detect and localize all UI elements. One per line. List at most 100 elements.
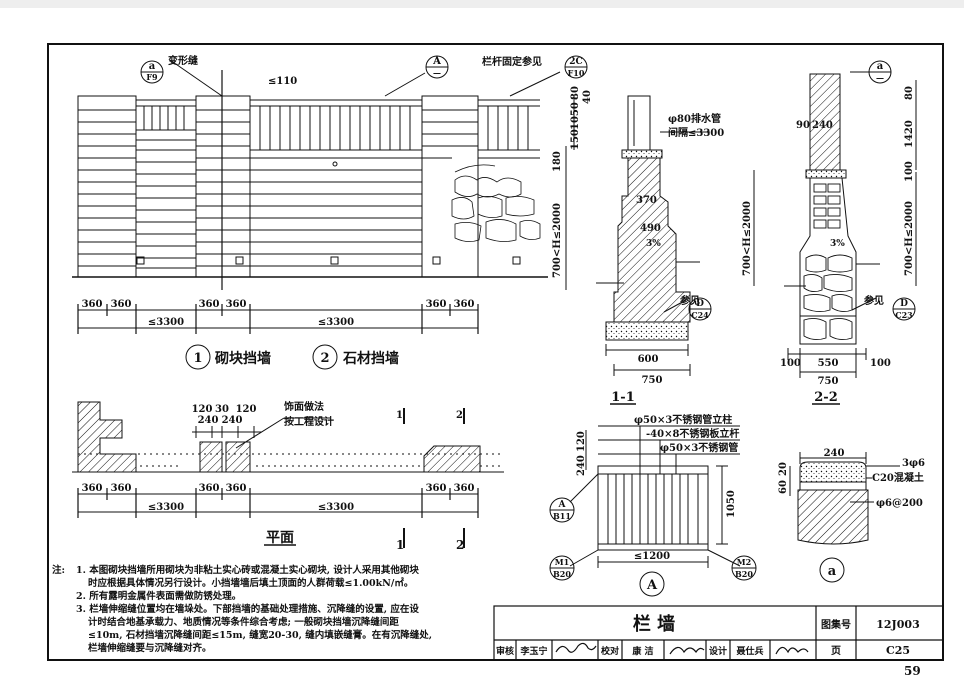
s11-dim-1050: 1050 — [570, 102, 581, 130]
rail-callout-M1: M1 — [555, 557, 569, 567]
plan-dim-120a: 120 — [192, 404, 213, 415]
plan-dim-b4: 360 — [226, 483, 247, 494]
plan-dim-b1: 360 — [82, 483, 103, 494]
note-line-1: 1. 本图砌块挡墙所用砌块为非粘土实心砖或混凝土实心砌块, 设计人采用其他砌块 — [76, 564, 419, 576]
plan-texts: 120 30 120 240 240 饰面做法 按工程设计 1 2 1 2 36… — [82, 400, 475, 552]
detail-a-dim-240: 240 — [824, 448, 845, 459]
s22-dim-100-right: 100 — [870, 358, 891, 369]
s22-dim-100: 100 — [904, 161, 915, 182]
rail-callout-A: A — [558, 500, 567, 510]
notes-block: 注: 1. 本图砌块挡墙所用砌块为非粘土实心砖或混凝土实心砌块, 设计人采用其他… — [52, 564, 432, 654]
detail-a-rebar: 3φ6 — [902, 458, 925, 469]
s22-callout-D: D — [900, 299, 908, 309]
caption-1-number: 1 — [193, 351, 202, 366]
atlas-number: 12J003 — [876, 618, 919, 631]
plan-cut-2-bottom: 2 — [456, 538, 464, 552]
signatures — [555, 642, 809, 655]
detail-a-stirrup: φ6@200 — [876, 498, 923, 509]
review-name: 李玉宁 — [519, 645, 547, 657]
plan-dim-240b: 240 — [222, 415, 243, 426]
title-block — [493, 605, 944, 661]
s22-ref-label: 参见 — [864, 294, 884, 307]
rail-detail-label: A — [646, 578, 658, 593]
pipe-note-2: 间隔≤3300 — [668, 126, 724, 139]
note-line-7: 栏墙伸缩缝要与沉降缝对齐。 — [88, 642, 212, 654]
detail-a-dim-20: 20 — [778, 462, 789, 476]
check-label: 校对 — [601, 645, 619, 657]
plan-dim-b6: 360 — [454, 483, 475, 494]
railing-detail-texts: φ50×3不锈钢管立柱 -40×8不锈钢板立杆 φ50×3不锈钢管 120 24… — [553, 413, 753, 593]
plan-dim-120b: 120 — [236, 404, 257, 415]
plan-cut-1-top: 1 — [396, 410, 403, 421]
detail-a-label: a — [828, 564, 837, 579]
dim-left-2: 360 — [111, 299, 132, 310]
dim-mid-2: 360 — [226, 299, 247, 310]
callout-a-sheet: F9 — [146, 72, 158, 82]
plan-span-right: ≤3300 — [318, 502, 354, 513]
s11-dim-80: 80 — [570, 86, 581, 100]
s22-slope: 3% — [830, 239, 845, 249]
plan-drawing — [72, 401, 504, 548]
design-name: 聂仕兵 — [735, 645, 763, 657]
joint-label: 变形缝 — [168, 54, 198, 67]
s11-dim-750: 750 — [642, 375, 663, 386]
rail-note-2: -40×8不锈钢板立杆 — [646, 427, 739, 440]
s11-dim-180: 180 — [552, 151, 563, 172]
rail-dim-120: 120 — [576, 431, 587, 452]
elevation-brick-courses — [78, 109, 478, 269]
notes-prefix: 注: — [52, 564, 65, 576]
plan-dim-b2: 360 — [111, 483, 132, 494]
s11-callout-D: D — [696, 299, 704, 309]
s22-callout-D-sheet: C23 — [895, 310, 913, 320]
callout-2c-label: 2C — [569, 57, 582, 67]
plan-dim-b3: 360 — [199, 483, 220, 494]
rail-dim-1200: ≤1200 — [634, 551, 670, 562]
s22-dim-90: 90 — [796, 120, 810, 131]
railing-detail-drawing — [549, 425, 757, 597]
note-line-3: 2. 所有露明金属件表面需做防锈处理。 — [76, 590, 241, 602]
s22-callout-a: a — [877, 61, 884, 72]
s22-dim-1420: 1420 — [904, 120, 915, 148]
section-2-2-drawing — [753, 60, 917, 405]
rail-fix-label: 栏杆固定参见 — [482, 55, 542, 68]
design-label: 设计 — [709, 645, 727, 657]
rail-note-3: φ50×3不锈钢管 — [660, 441, 738, 454]
check-name: 康 洁 — [632, 645, 653, 657]
plan-cut-1-bottom: 1 — [396, 538, 404, 552]
title-block-texts: 栏 墙 图集号 12J003 页 C25 审核 李玉宁 校对 康 洁 设计 聂仕… — [496, 613, 920, 657]
review-label: 审核 — [496, 645, 514, 657]
s11-callout-D-sheet: C24 — [691, 310, 709, 320]
callout-2c-sheet: F10 — [568, 68, 585, 78]
page-label: 页 — [831, 645, 841, 657]
elevation-texts: a F9 变形缝 ≤110 A — 栏杆固定参见 2C F10 360 360 … — [82, 54, 585, 367]
s22-callout-a-sheet: — — [876, 73, 884, 83]
elevation-drawing — [72, 55, 588, 370]
elevation-railing-pickets — [143, 106, 529, 150]
section-2-2-texts: a — 90 240 1420 80 100 700<H≤2000 700<H≤… — [742, 61, 915, 405]
detail-a-texts: 240 3φ6 C20混凝土 φ6@200 60 20 a — [778, 448, 925, 579]
s11-title: 1-1 — [611, 390, 635, 405]
top-dim-label: ≤110 — [268, 76, 297, 87]
signature-design — [775, 646, 809, 655]
plan-span-left: ≤3300 — [148, 502, 184, 513]
signature-check — [669, 646, 705, 655]
plan-dim-30: 30 — [215, 404, 229, 415]
detail-a-drawing — [789, 452, 900, 583]
s11-dim-H: 700<H≤2000 — [552, 203, 563, 278]
s11-dim-40: 40 — [582, 90, 593, 104]
dim-right-1: 360 — [426, 299, 447, 310]
rail-callout-M1-sheet: B20 — [553, 569, 571, 579]
sheet-title: 栏 墙 — [633, 613, 675, 635]
page-number: 59 — [904, 664, 921, 678]
section-1-1-drawing — [565, 95, 712, 405]
section-1-1-texts: φ80排水管 间隔≤3300 370 490 3% 参见 D C24 600 7… — [552, 86, 724, 405]
s11-dim-600: 600 — [638, 354, 659, 365]
s11-dim-150: 150 — [570, 129, 581, 150]
note-line-5: 计时结合地基承载力、地质情况等条件综合考虑; 一般砌块挡墙沉降缝间距 — [88, 616, 399, 628]
s22-dim-550: 550 — [818, 358, 839, 369]
s22-dim-100-left: 100 — [780, 358, 801, 369]
dim-mid-1: 360 — [199, 299, 220, 310]
dim-right-2: 360 — [454, 299, 475, 310]
rail-dim-240: 240 — [576, 455, 587, 476]
callout-A-sheet: — — [433, 68, 441, 78]
